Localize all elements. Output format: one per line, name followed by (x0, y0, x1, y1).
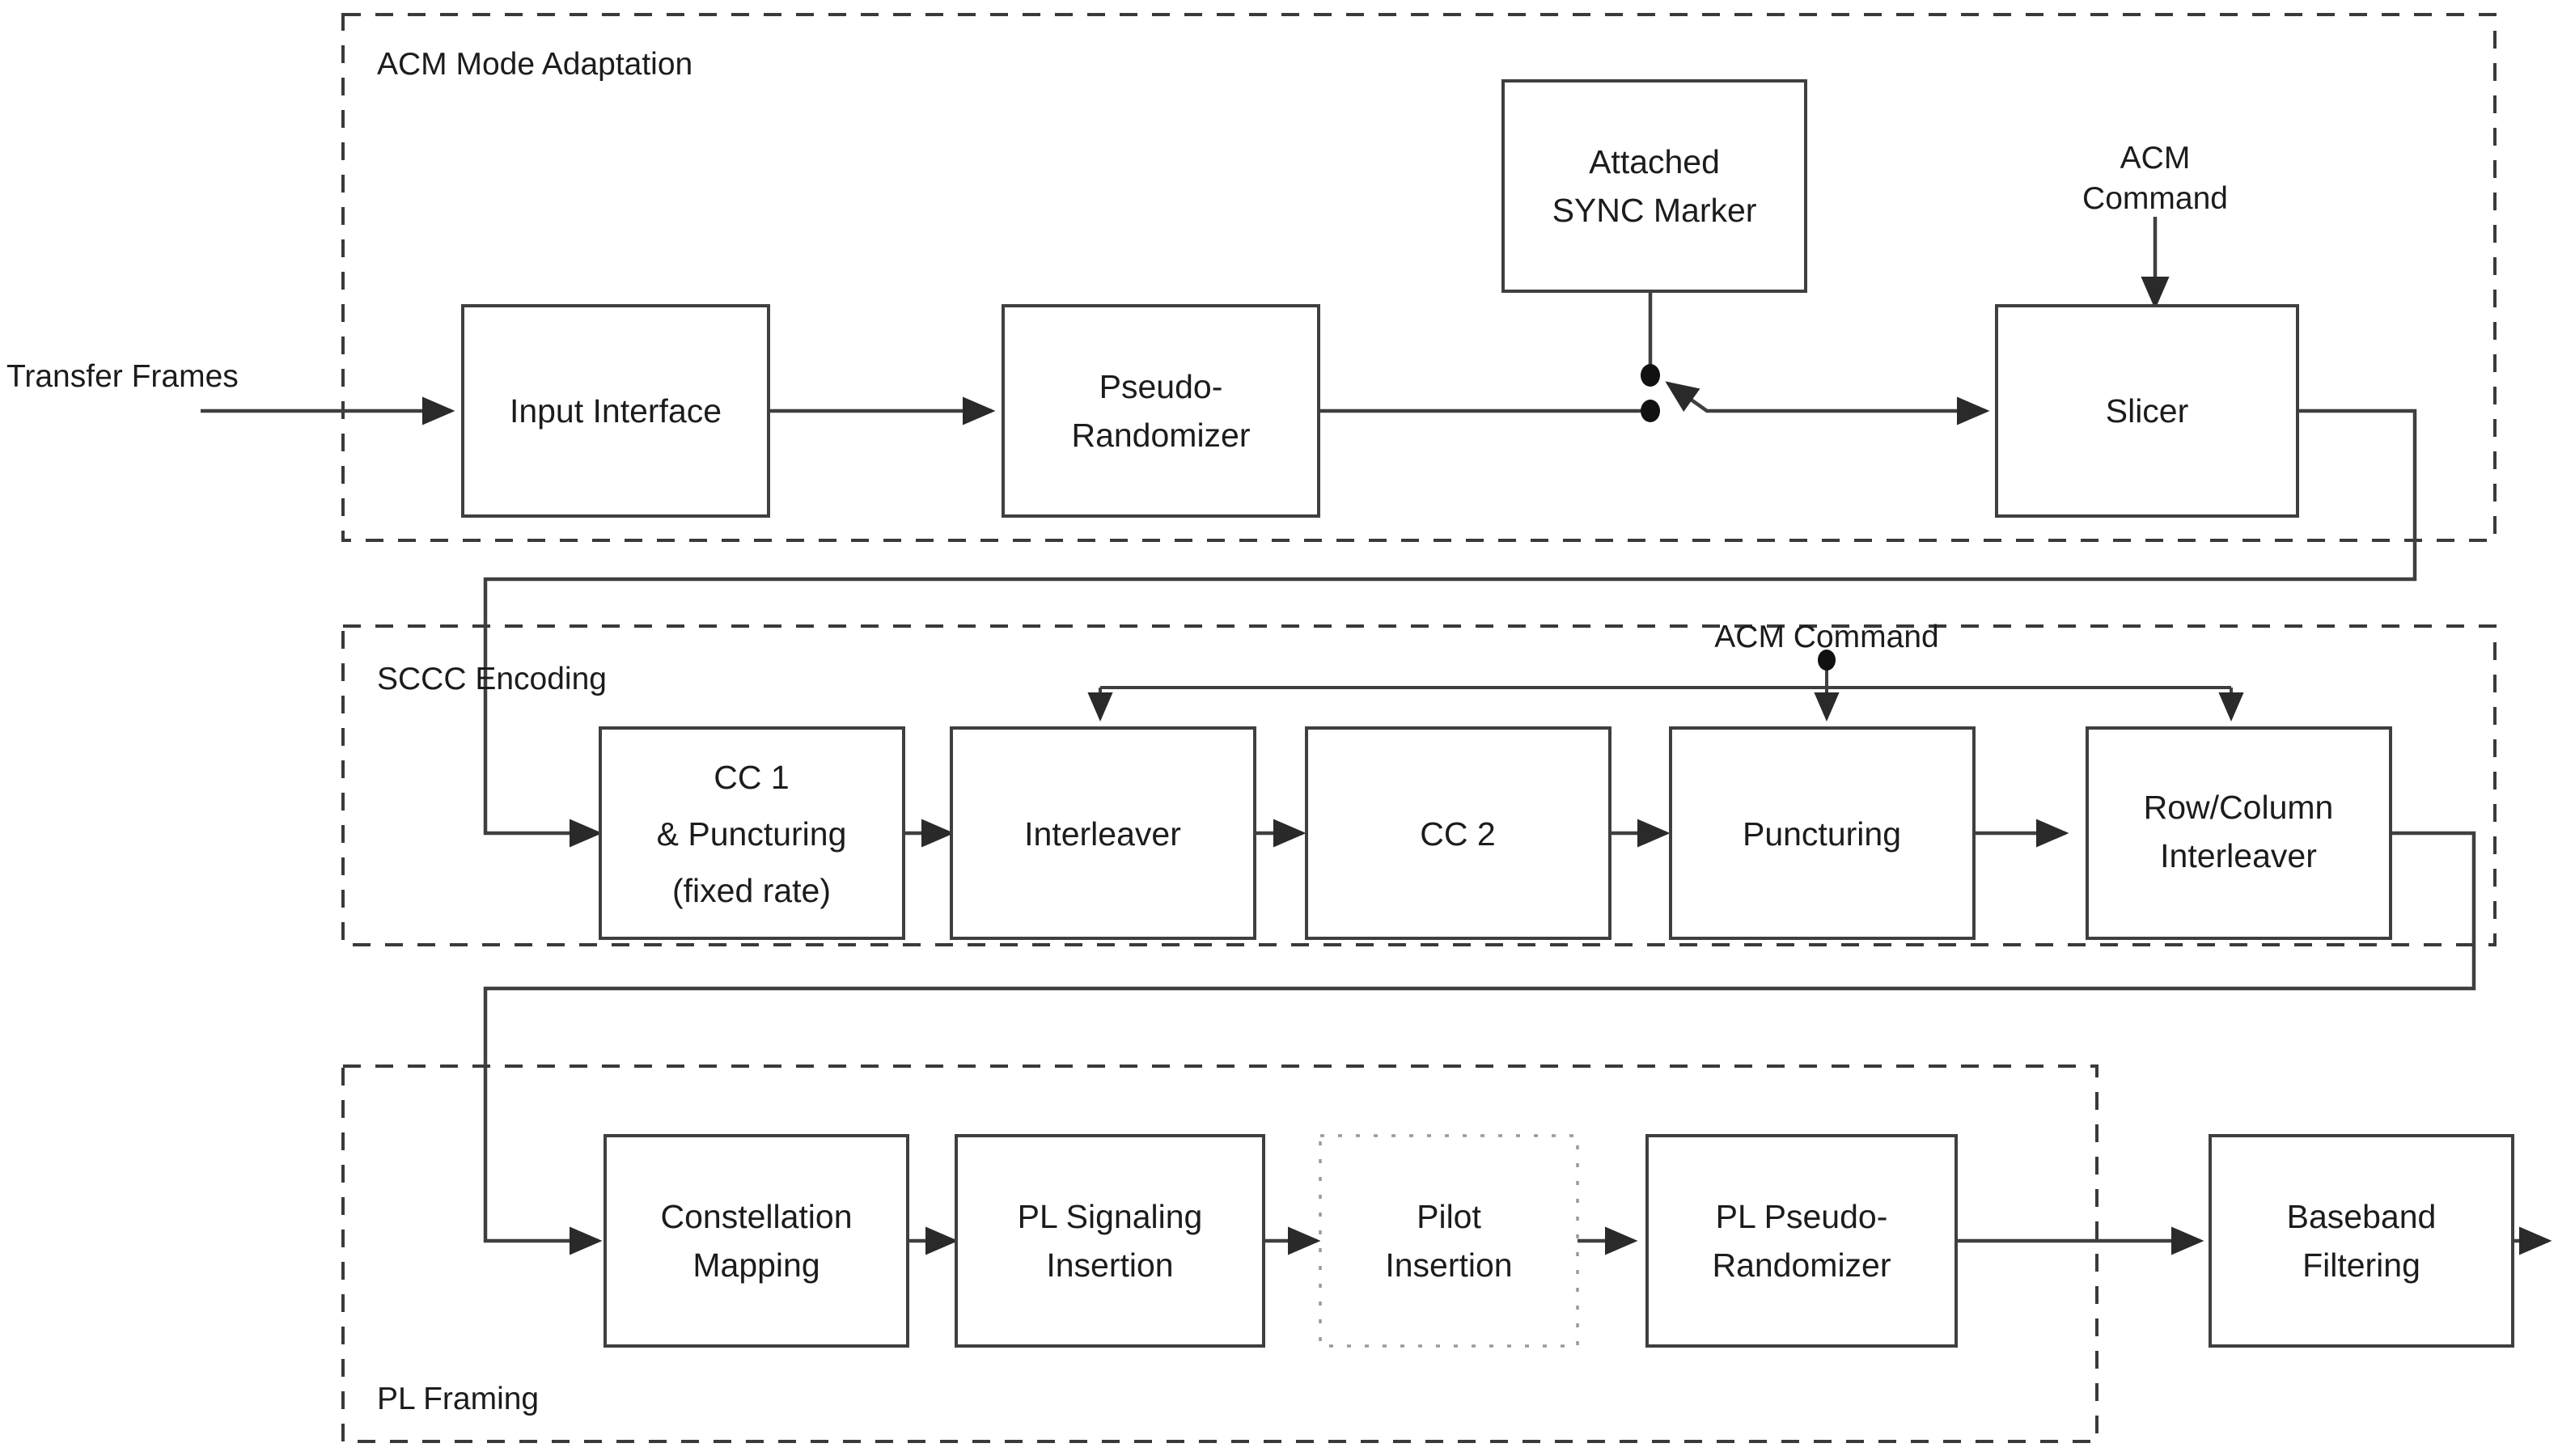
acm-command-junction-dot (1818, 650, 1836, 671)
junction-dot-upper (1641, 364, 1660, 387)
block-attached-sync-marker[interactable] (1501, 79, 1807, 293)
wire-feedback-to-junction (1665, 381, 1772, 413)
block-pl-signaling-insertion[interactable] (955, 1134, 1265, 1348)
block-slicer[interactable] (1995, 304, 2299, 518)
wire-row-column-interleaver-to-constellation-mapping (483, 831, 2476, 1255)
block-interleaver[interactable] (950, 726, 1256, 940)
junction-dot-lower (1641, 400, 1660, 422)
block-constellation-mapping[interactable] (604, 1134, 909, 1348)
block-row-column-interleaver[interactable] (2086, 726, 2392, 940)
block-input-interface[interactable] (461, 304, 770, 518)
block-cc1-puncturing[interactable] (599, 726, 905, 940)
block-pseudo-randomizer[interactable] (1002, 304, 1320, 518)
block-puncturing[interactable] (1669, 726, 1976, 940)
block-pl-pseudo-randomizer[interactable] (1645, 1134, 1958, 1348)
block-cc2[interactable] (1305, 726, 1611, 940)
group-sccc-encoding (341, 624, 2497, 946)
group-pl-framing (341, 1064, 2098, 1443)
group-acm-mode-adaptation (341, 13, 2497, 542)
block-pilot-insertion[interactable] (1319, 1134, 1579, 1348)
wire-slicer-to-cc1 (483, 408, 2417, 848)
block-baseband-filtering[interactable] (2209, 1134, 2514, 1348)
